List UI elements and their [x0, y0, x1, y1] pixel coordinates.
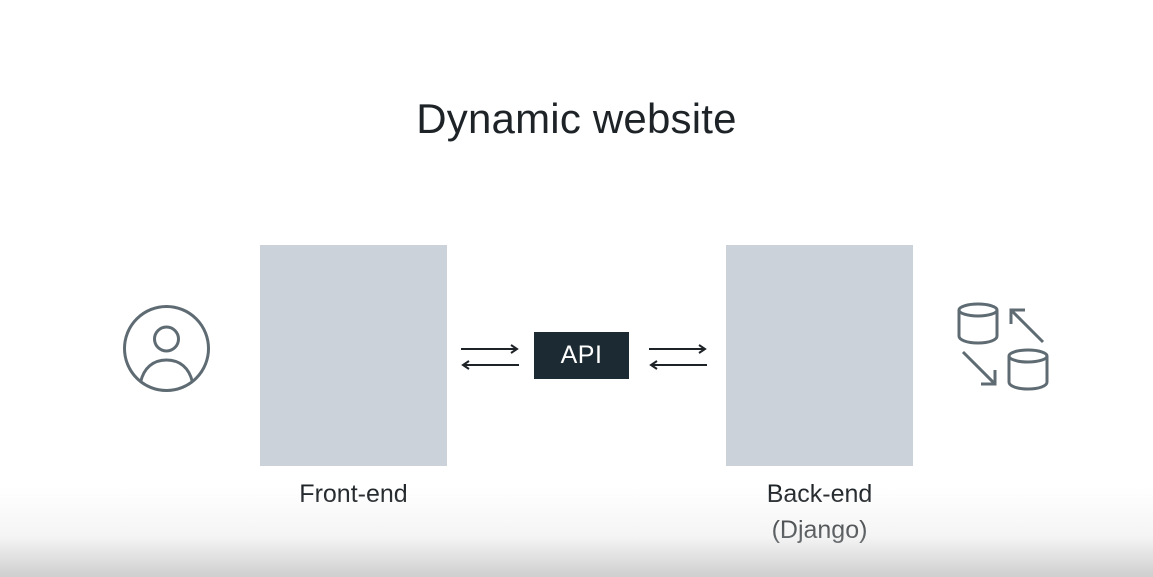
- bidirectional-arrows-icon: [649, 344, 707, 370]
- bidirectional-arrows-icon: [461, 344, 519, 370]
- backend-label: Back-end (Django): [766, 480, 873, 544]
- api-label: API: [560, 341, 603, 369]
- frontend-label: Front-end: [299, 480, 408, 508]
- backend-panel: [726, 245, 913, 466]
- bottom-shadow: [0, 487, 1153, 577]
- database-sync-icon: [957, 302, 1049, 391]
- slide-title: Dynamic website: [416, 95, 737, 142]
- user-circle-icon: [123, 305, 210, 392]
- api-box: API: [534, 332, 629, 379]
- frontend-panel: [260, 245, 447, 466]
